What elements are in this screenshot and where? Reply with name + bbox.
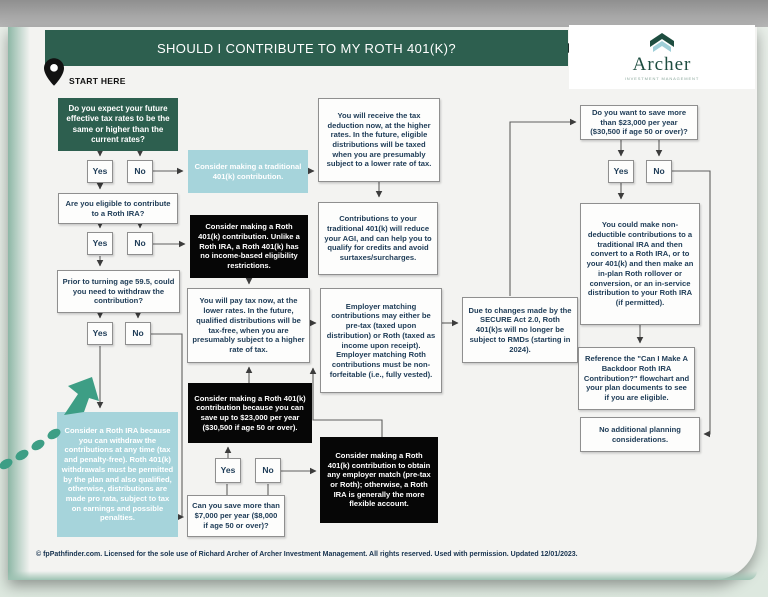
- box-consider-roth-unlike: Consider making a Roth 401(k) contributi…: [190, 215, 308, 278]
- start-here-label: START HERE: [69, 76, 126, 86]
- answer-yes-withdraw: Yes: [87, 322, 113, 345]
- box-q-withdraw: Prior to turning age 59.5, could you nee…: [57, 270, 180, 313]
- answer-yes-roth-ira: Yes: [87, 232, 113, 255]
- box-q-save-more: Do you want to save more than $23,000 pe…: [580, 105, 698, 140]
- box-consider-save-limit: Consider making a Roth 401(k) contributi…: [188, 383, 312, 443]
- answer-yes-save-7000: Yes: [215, 458, 241, 483]
- box-consider-traditional: Consider making a traditional 401(k) con…: [188, 150, 308, 193]
- box-backdoor-reference: Reference the "Can I Make A Backdoor Rot…: [578, 347, 695, 410]
- answer-yes-save-more: Yes: [608, 160, 634, 183]
- box-reduce-agi: Contributions to your traditional 401(k)…: [318, 202, 438, 275]
- flowchart-title: SHOULD I CONTRIBUTE TO MY ROTH 401(K)?: [156, 40, 457, 56]
- archer-logo: Archer INVESTMENT MANAGEMENT: [569, 25, 755, 89]
- brand-tagline: INVESTMENT MANAGEMENT: [624, 76, 700, 81]
- logo-mark-icon: [650, 33, 674, 52]
- box-pay-tax-now: You will pay tax now, at the lower rates…: [187, 288, 310, 363]
- answer-no-roth-ira: No: [127, 232, 153, 255]
- box-obtain-match: Consider making a Roth 401(k) contributi…: [320, 437, 438, 523]
- footer-license-text: © fpPathfinder.com. Licensed for the sol…: [36, 551, 578, 558]
- left-green-edge: [8, 27, 30, 580]
- top-gray-band: [0, 0, 768, 27]
- box-q-roth-ira-eligible: Are you eligible to contribute to a Roth…: [58, 193, 178, 224]
- flowchart-title-bar: SHOULD I CONTRIBUTE TO MY ROTH 401(K)?: [45, 30, 568, 66]
- box-consider-roth-ira: Consider a Roth IRA because you can with…: [57, 412, 178, 537]
- answer-no-withdraw: No: [125, 322, 151, 345]
- answer-no-save-7000: No: [255, 458, 281, 483]
- box-no-additional: No additional planning considerations.: [580, 417, 700, 452]
- answer-no-save-more: No: [646, 160, 672, 183]
- box-q-save-7000: Can you save more than $7,000 per year (…: [187, 495, 285, 537]
- brand-name: Archer: [632, 54, 692, 75]
- bottom-green-edge: [8, 571, 757, 580]
- answer-yes-tax-rates: Yes: [87, 160, 113, 183]
- answer-no-tax-rates: No: [127, 160, 153, 183]
- start-pin-icon: [44, 58, 64, 86]
- box-employer-match: Employer matching contributions may eith…: [320, 288, 442, 393]
- box-secure-act: Due to changes made by the SECURE Act 2.…: [462, 297, 578, 363]
- box-receive-deduction: You will receive the tax deduction now, …: [318, 98, 440, 182]
- box-non-deductible: You could make non-deductible contributi…: [580, 203, 700, 325]
- box-q-tax-rates: Do you expect your future effective tax …: [58, 98, 178, 151]
